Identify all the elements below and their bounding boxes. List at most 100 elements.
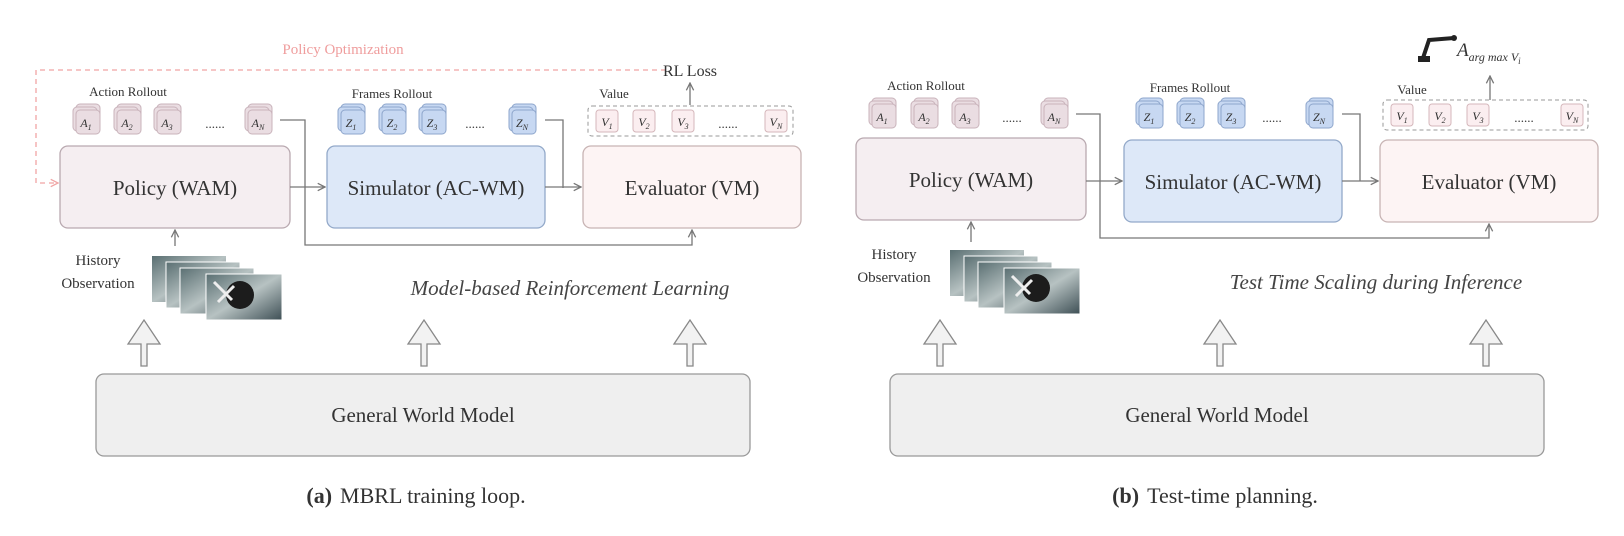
value-label: Value (599, 86, 629, 101)
policy-optimization-label: Policy Optimization (282, 42, 404, 58)
method-label: Test Time Scaling during Inference (1230, 270, 1522, 294)
svg-text:Z2: Z2 (387, 116, 398, 132)
svg-text:Z3: Z3 (427, 116, 438, 132)
action-rollout-label: Action Rollout (89, 84, 167, 99)
action-chip-a3: A3 (951, 97, 980, 129)
general-world-model-box (889, 373, 1545, 457)
simulator-label: Simulator (AC-WM) (1145, 170, 1322, 194)
up-arrow-icon (672, 318, 708, 367)
svg-text:ZN: ZN (516, 116, 529, 132)
svg-text:V1: V1 (1396, 109, 1407, 125)
history-observation-frames (152, 256, 283, 321)
value-chip-v3: V3 (1466, 103, 1490, 127)
policy-box (855, 137, 1087, 221)
policy-optimization-path (35, 69, 666, 183)
svg-text:ZN: ZN (1313, 110, 1326, 126)
svg-text:AN: AN (251, 116, 265, 132)
frame-chip-z3: Z3 (1217, 97, 1246, 129)
rl-loss-label: RL Loss (663, 63, 717, 80)
svg-text:Z1: Z1 (346, 116, 357, 132)
svg-text:V3: V3 (1472, 109, 1483, 125)
svg-text:Z3: Z3 (1226, 110, 1237, 126)
actions-to-evaluator-path (1076, 113, 1489, 239)
frame-chip-z3: Z3 (418, 103, 447, 135)
svg-text:AN: AN (1047, 110, 1061, 126)
value-chip-vn: VN (1560, 103, 1584, 127)
frames-to-evaluator-path (545, 119, 564, 188)
svg-text:A3: A3 (958, 110, 970, 126)
value-group-box (1382, 99, 1589, 131)
value-chip-v2: V2 (632, 109, 656, 133)
svg-text:Z2: Z2 (1185, 110, 1196, 126)
svg-text:V2: V2 (1434, 109, 1445, 125)
history-observation-frames (950, 250, 1081, 315)
value-ellipsis: ...... (718, 116, 738, 131)
value-chip-v1: V1 (595, 109, 619, 133)
argmax-action-label: Aarg max Vi (1455, 40, 1521, 66)
action-chip-a1: A1 (868, 97, 897, 129)
svg-text:Z1: Z1 (1144, 110, 1155, 126)
svg-text:V2: V2 (638, 115, 649, 131)
up-arrow-icon (1202, 318, 1238, 367)
value-chip-v2: V2 (1428, 103, 1452, 127)
frames-rollout-label: Frames Rollout (352, 86, 433, 101)
frame-chip-zn: ZN (508, 103, 537, 135)
value-label: Value (1397, 82, 1427, 97)
simulator-label: Simulator (AC-WM) (348, 176, 525, 200)
frame-chip-zn: ZN (1305, 97, 1334, 129)
frame-ellipsis: ...... (465, 116, 485, 131)
general-world-model-label: General World Model (1125, 403, 1309, 427)
up-arrow-icon (1468, 318, 1504, 367)
policy-label: Policy (WAM) (113, 176, 237, 200)
evaluator-box (1379, 139, 1599, 223)
action-ellipsis: ...... (1002, 110, 1022, 125)
history-label-line1: History (872, 247, 918, 263)
action-ellipsis: ...... (205, 116, 225, 131)
general-world-model-box (95, 373, 751, 457)
svg-text:A1: A1 (79, 116, 91, 132)
up-arrow-icon (126, 318, 162, 367)
evaluator-label: Evaluator (VM) (625, 176, 760, 200)
frame-chip-z2: Z2 (378, 103, 407, 135)
action-chip-an: AN (1040, 97, 1069, 129)
svg-text:VN: VN (770, 115, 783, 131)
caption-b: (b)Test-time planning. (1112, 483, 1318, 508)
evaluator-box (582, 145, 802, 229)
svg-text:V3: V3 (677, 115, 688, 131)
history-label-line2: Observation (857, 270, 931, 286)
action-chip-an: AN (244, 103, 273, 135)
value-ellipsis: ...... (1514, 110, 1534, 125)
action-chip-a2: A2 (113, 103, 142, 135)
frame-ellipsis: ...... (1262, 110, 1282, 125)
value-group-box (587, 105, 794, 137)
action-chip-a3: A3 (153, 103, 182, 135)
svg-text:A2: A2 (917, 110, 929, 126)
history-label-line1: History (76, 253, 122, 269)
frames-rollout-label: Frames Rollout (1150, 80, 1231, 95)
svg-text:V1: V1 (601, 115, 612, 131)
up-arrow-icon (406, 318, 442, 367)
action-rollout-label: Action Rollout (887, 78, 965, 93)
frames-to-evaluator-path (1342, 113, 1361, 181)
value-chip-v3: V3 (671, 109, 695, 133)
svg-text:A1: A1 (875, 110, 887, 126)
up-arrow-icon (922, 318, 958, 367)
frame-chip-z2: Z2 (1176, 97, 1205, 129)
svg-text:A2: A2 (120, 116, 132, 132)
general-world-model-label: General World Model (331, 403, 515, 427)
caption-a: (a)MBRL training loop. (306, 483, 525, 508)
actions-to-evaluator-path (280, 119, 692, 246)
history-label-line2: Observation (61, 276, 135, 292)
action-chip-a2: A2 (910, 97, 939, 129)
policy-label: Policy (WAM) (909, 168, 1033, 192)
panel-a: Policy Optimization RL Loss Action Rollo… (35, 42, 802, 508)
svg-text:A3: A3 (160, 116, 172, 132)
robot-arm-icon (1418, 35, 1457, 62)
evaluator-label: Evaluator (VM) (1422, 170, 1557, 194)
action-chip-a1: A1 (72, 103, 101, 135)
value-chip-vn: VN (764, 109, 788, 133)
value-chip-v1: V1 (1390, 103, 1414, 127)
method-label: Model-based Reinforcement Learning (410, 276, 730, 300)
frame-chip-z1: Z1 (1135, 97, 1164, 129)
